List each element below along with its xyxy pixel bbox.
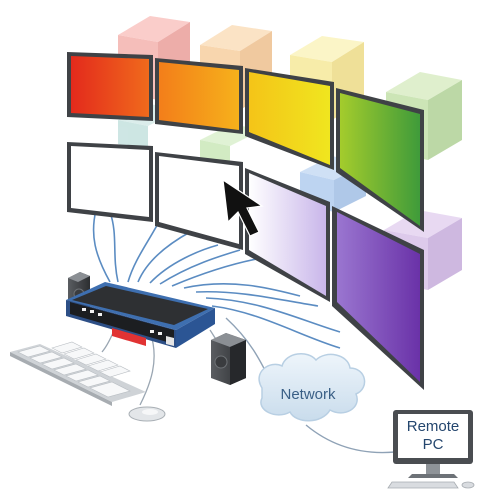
monitor-lavender [245, 168, 330, 302]
monitor-row-top [67, 52, 424, 232]
monitor-green [336, 88, 424, 232]
kvm-switch [66, 282, 215, 348]
kvm-port-lights [82, 308, 162, 335]
monitor-purple [332, 206, 424, 390]
remote-pc: Remote PC [387, 410, 475, 489]
speaker-right [211, 333, 246, 385]
remote-pc-label-line1: Remote [407, 418, 460, 435]
mouse-pointer-icon [222, 178, 264, 237]
monitor-white-1 [67, 142, 153, 222]
network-label: Network [280, 386, 336, 403]
monitor-white-2 [155, 152, 243, 250]
monitor-red [67, 52, 153, 121]
network-cloud: Network [258, 353, 366, 422]
monitor-yellow [245, 68, 334, 170]
video-cables [92, 209, 341, 349]
remote-pc-label-line2: PC [423, 436, 444, 453]
keyboard [10, 341, 146, 406]
mouse-device [128, 406, 166, 422]
monitor-orange [155, 58, 243, 134]
monitor-row-bottom [67, 142, 424, 390]
remote-keyboard [387, 481, 475, 489]
keyboard-keys [17, 341, 131, 398]
